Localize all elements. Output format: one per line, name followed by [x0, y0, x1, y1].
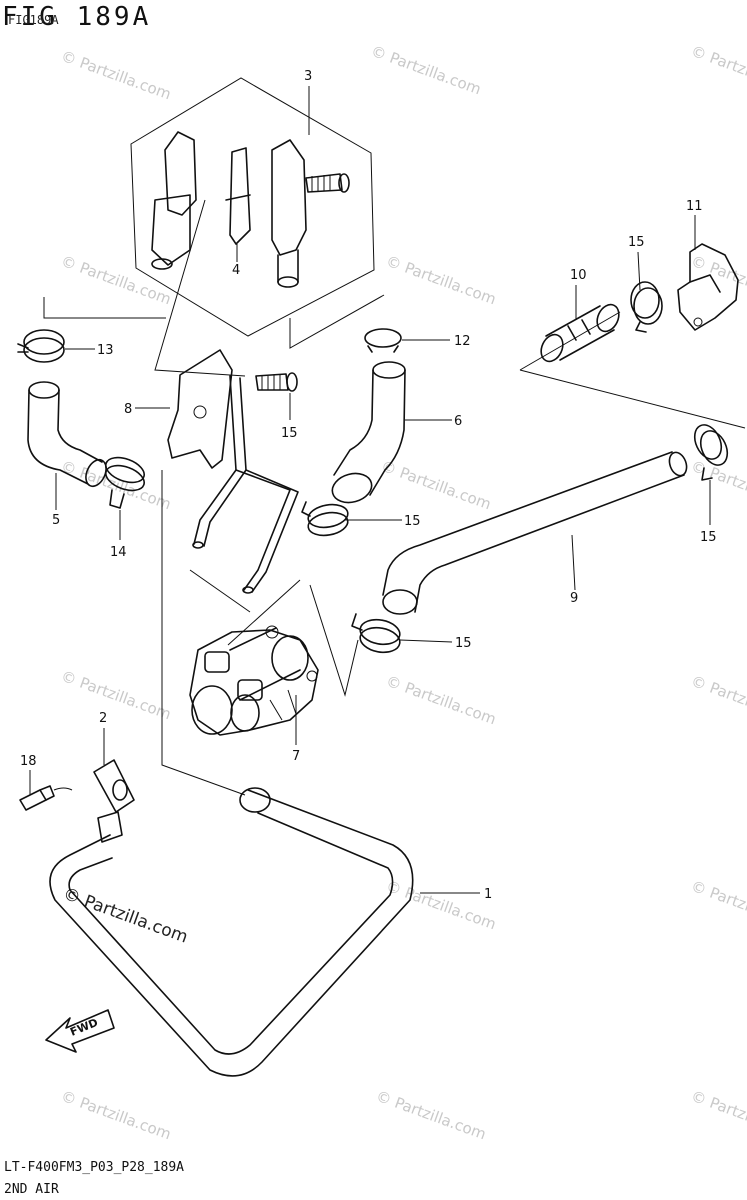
watermark: © Partzilla.com [59, 1087, 174, 1144]
callout-2: 2 [99, 711, 107, 726]
callout-9: 9 [570, 591, 578, 606]
part-2-gasket [93, 759, 135, 813]
watermark: © Partzilla.com [384, 252, 499, 309]
part-12-ring [364, 328, 402, 353]
callout-1: 1 [484, 887, 492, 902]
footer-name: 2ND AIR [4, 1182, 59, 1197]
callout-13: 13 [97, 343, 114, 358]
watermark: © Partzilla.com [379, 457, 494, 514]
part-13-clamp [17, 329, 65, 363]
part-5-hose [27, 381, 107, 488]
part-10-pipe [540, 303, 620, 363]
callout-7: 7 [292, 749, 300, 764]
watermark: © Partzilla.com [59, 667, 174, 724]
footer-code: LT-F400FM3_P03_P28_189A [4, 1160, 185, 1175]
part-9-hose [382, 451, 688, 615]
callout-17: 15 [281, 426, 298, 441]
callout-12: 12 [454, 334, 471, 349]
callout-3: 3 [304, 69, 312, 84]
watermark: © Partzilla.com [689, 1087, 747, 1144]
watermark: © Partzilla.com [59, 47, 174, 104]
callout-14: 14 [110, 545, 127, 560]
watermark: © Partzilla.com [689, 672, 747, 729]
callout-10: 10 [570, 268, 587, 283]
watermark: © Partzilla.com [374, 1087, 489, 1144]
part-7-valve [189, 625, 319, 736]
fwd-arrow-icon: FWD [45, 1009, 115, 1053]
callout-labels: 3 4 13 5 14 8 15 12 6 15 9 15 15 10 15 1… [20, 69, 717, 902]
watermark-large: © Partzilla.com [60, 884, 190, 948]
part-15-clamp-top [630, 281, 663, 333]
watermark: © Partzilla.com [689, 42, 747, 99]
watermark: © Partzilla.com [689, 877, 747, 934]
part-8-bracket [167, 349, 299, 594]
callout-15-lower: 15 [455, 636, 472, 651]
part-17-bolt [255, 372, 298, 392]
watermark: © Partzilla.com [384, 672, 499, 729]
callout-15-top: 15 [628, 235, 645, 250]
callout-15-right: 15 [700, 530, 717, 545]
assembly-lines [43, 199, 746, 796]
leader-lines [29, 86, 711, 894]
figure-subtitle: FIG189A [8, 13, 59, 27]
callout-4: 4 [232, 263, 240, 278]
watermark: © Partzilla.com [369, 42, 484, 99]
part-6-hose [331, 361, 406, 504]
callout-11: 11 [686, 199, 703, 214]
part-11-bracket [677, 243, 739, 331]
part-14-clamp [105, 456, 145, 509]
callout-5: 5 [52, 513, 60, 528]
callout-18: 18 [20, 754, 37, 769]
callout-6: 6 [454, 414, 462, 429]
part-15-clamp-lower [351, 613, 401, 654]
part-18-bolt [19, 785, 73, 811]
callout-8: 8 [124, 402, 132, 417]
part-16-clamp [301, 501, 349, 537]
watermark: © Partzilla.com [384, 877, 499, 934]
part-1-pipe [49, 787, 414, 1077]
part-15-clamp-right [693, 424, 729, 481]
figure-title: FIG 189A [2, 2, 152, 32]
callout-16: 15 [404, 514, 421, 529]
part-3-kit [130, 77, 375, 337]
